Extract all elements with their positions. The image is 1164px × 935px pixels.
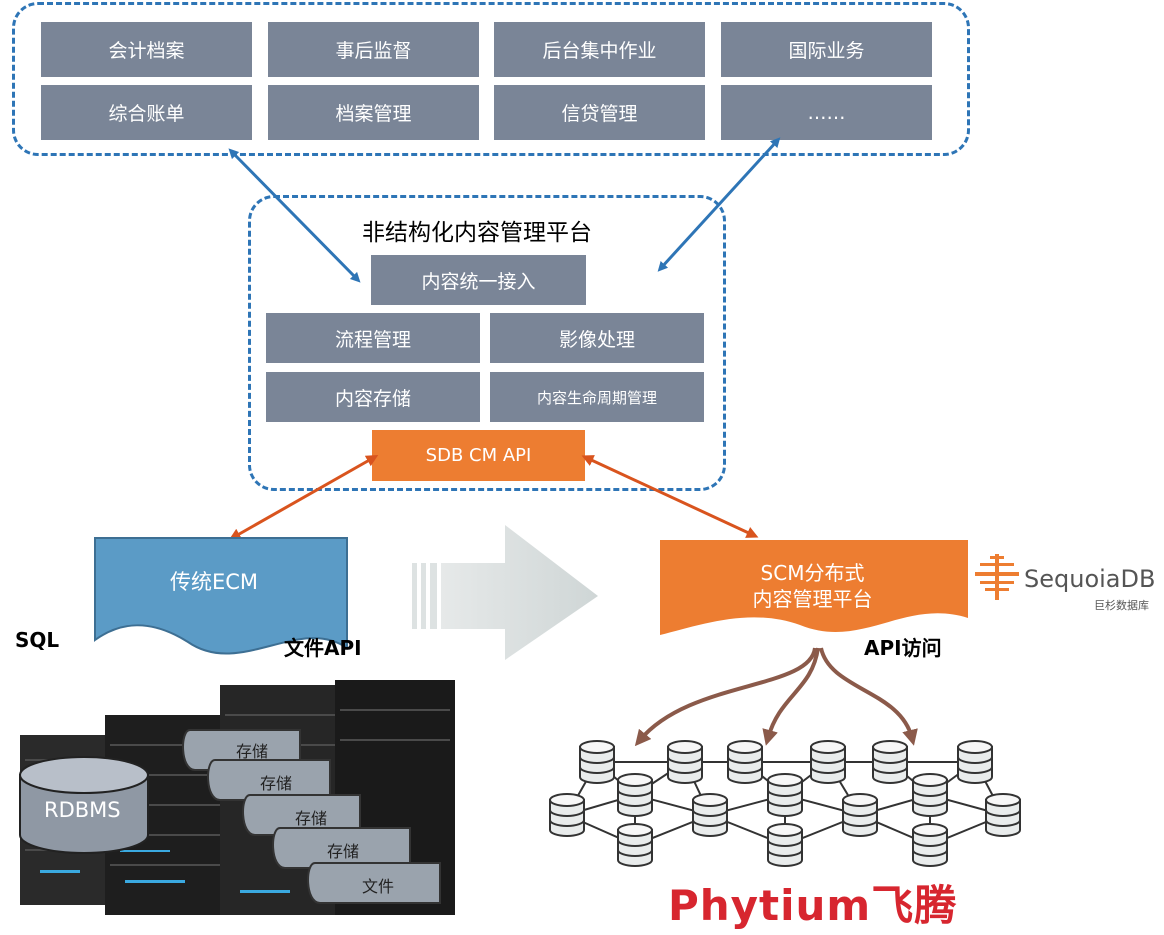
dist-arrow-left bbox=[634, 647, 817, 747]
db-node bbox=[957, 740, 993, 784]
db-node bbox=[912, 773, 948, 817]
db-node bbox=[692, 793, 728, 837]
scm-document bbox=[660, 540, 968, 635]
module-process: 流程管理 bbox=[266, 313, 480, 363]
storage-label-3: 存储 bbox=[295, 809, 328, 828]
rdbms-label: RDBMS bbox=[44, 798, 121, 822]
business-box-accounting-archive: 会计档案 bbox=[41, 22, 252, 77]
db-node bbox=[667, 740, 703, 784]
business-container bbox=[12, 2, 970, 156]
business-box-archive-management: 档案管理 bbox=[268, 85, 479, 140]
storage-label-4: 存储 bbox=[327, 842, 360, 861]
db-node bbox=[767, 823, 803, 867]
file-api-label: 文件API bbox=[284, 636, 362, 660]
arrow-to-scm bbox=[581, 455, 759, 538]
db-node bbox=[842, 793, 878, 837]
business-box-backoffice: 后台集中作业 bbox=[494, 22, 705, 77]
module-image: 影像处理 bbox=[490, 313, 704, 363]
storage-label-1: 存储 bbox=[236, 742, 269, 761]
db-node bbox=[912, 823, 948, 867]
arrow-to-ecm bbox=[228, 455, 379, 540]
dist-arrow-middle bbox=[762, 647, 820, 746]
sequoia-brand: SequoiaDB bbox=[1024, 565, 1156, 593]
storage-label-2: 存储 bbox=[260, 774, 293, 793]
phytium-logo: Phytium飞腾 bbox=[668, 881, 958, 930]
ecm-label: 传统ECM bbox=[170, 570, 259, 594]
platform-container bbox=[248, 195, 726, 491]
arrow-left-blue bbox=[228, 148, 361, 283]
business-box-international: 国际业务 bbox=[721, 22, 932, 77]
db-node bbox=[810, 740, 846, 784]
module-lifecycle: 内容生命周期管理 bbox=[490, 372, 704, 422]
arrow-right-blue bbox=[657, 137, 781, 272]
module-storage: 内容存储 bbox=[266, 372, 480, 422]
db-node bbox=[985, 793, 1021, 837]
business-box-credit: 信贷管理 bbox=[494, 85, 705, 140]
db-node bbox=[617, 773, 653, 817]
scm-label-line1: SCM分布式 bbox=[760, 561, 865, 585]
sequoia-brand-cn: 巨杉数据库 bbox=[1094, 599, 1149, 612]
platform-title: 非结构化内容管理平台 bbox=[362, 220, 592, 246]
sdb-cm-api-box: SDB CM API bbox=[372, 430, 585, 481]
business-box-more: …… bbox=[721, 85, 932, 140]
db-node bbox=[617, 823, 653, 867]
db-node bbox=[727, 740, 763, 784]
sequoia-logo-icon bbox=[975, 554, 1019, 600]
db-node bbox=[549, 793, 585, 837]
server-rack-image bbox=[19, 680, 455, 915]
scm-label-line2: 内容管理平台 bbox=[752, 587, 873, 611]
access-box: 内容统一接入 bbox=[371, 255, 586, 305]
file-label: 文件 bbox=[362, 877, 395, 896]
business-box-statement: 综合账单 bbox=[41, 85, 252, 140]
sql-label: SQL bbox=[15, 628, 60, 652]
db-node bbox=[579, 740, 615, 784]
dist-arrow-right bbox=[819, 647, 918, 746]
api-access-label: API访问 bbox=[864, 636, 942, 660]
ecm-document bbox=[94, 537, 348, 655]
db-node bbox=[767, 773, 803, 817]
db-node bbox=[872, 740, 908, 784]
business-box-post-supervision: 事后监督 bbox=[268, 22, 479, 77]
transition-arrow bbox=[412, 525, 598, 660]
